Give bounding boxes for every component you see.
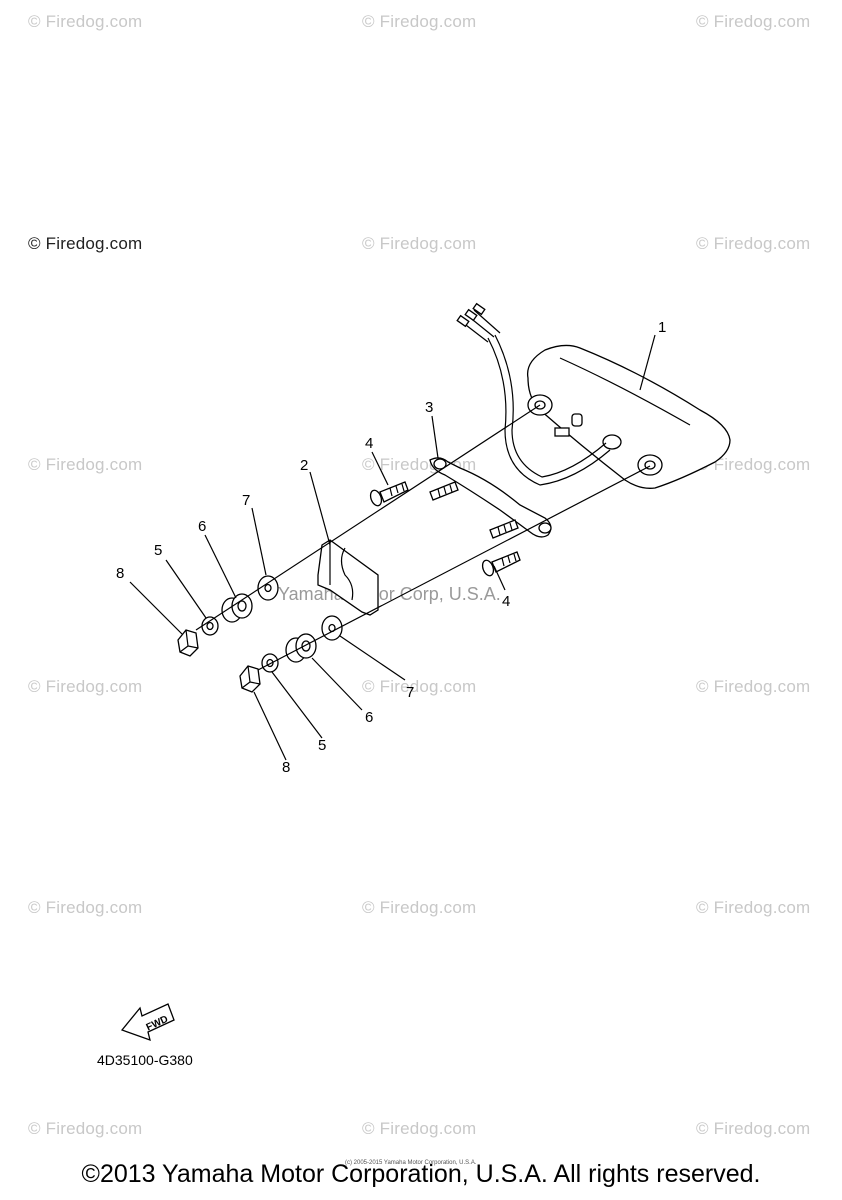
- callout-7: 7: [406, 684, 414, 701]
- watermark: © Firedog.com: [696, 234, 811, 253]
- watermark: © Firedog.com: [362, 234, 477, 253]
- callout-7: 7: [242, 492, 250, 509]
- callout-5: 5: [154, 542, 162, 559]
- watermark: © Firedog.com: [362, 898, 477, 917]
- watermark: © Firedog.com: [362, 1119, 477, 1138]
- callout-5: 5: [318, 737, 326, 754]
- watermark: © Firedog.com: [696, 898, 811, 917]
- watermark: © Firedog.com: [362, 677, 477, 696]
- callout-4: 4: [365, 435, 373, 452]
- tiny-notice: (c) 2005-2015 Yamaha Motor Corporation, …: [345, 1160, 477, 1166]
- watermark: © Firedog.com: [696, 12, 811, 31]
- callout-8: 8: [282, 759, 290, 776]
- watermark: © Firedog.com: [28, 898, 143, 917]
- fwd-arrow-icon: FWD: [120, 1003, 175, 1042]
- watermark: © Firedog.com: [28, 1119, 143, 1138]
- bracket: [317, 539, 379, 616]
- watermark: © Firedog.com: [362, 12, 477, 31]
- grommet-threads: [429, 481, 519, 539]
- watermark: © Firedog.com: [696, 677, 811, 696]
- callout-6: 6: [198, 518, 206, 535]
- nut-lower: [239, 665, 261, 693]
- watermark: © Firedog.com: [28, 12, 143, 31]
- washer-upper: [257, 575, 279, 601]
- callout-1: 1: [658, 319, 666, 336]
- watermark: © Firedog.com: [696, 1119, 811, 1138]
- grommet-upper: [221, 593, 253, 623]
- assembly-lines: [195, 404, 651, 671]
- watermark: © Firedog.com: [28, 677, 143, 696]
- watermark: © Firedog.com: [696, 455, 811, 474]
- screw-upper: [369, 481, 409, 507]
- watermark: © Firedog.com: [28, 234, 143, 253]
- diagram-code: 4D35100-G380: [97, 1052, 193, 1068]
- collar-upper: [201, 616, 219, 636]
- wire-harness: [456, 302, 611, 486]
- callout-2: 2: [300, 457, 308, 474]
- callout-8: 8: [116, 565, 124, 582]
- callout-6: 6: [365, 709, 373, 726]
- callout-4: 4: [502, 593, 510, 610]
- screw-lower: [481, 551, 521, 577]
- nut-upper: [177, 629, 199, 657]
- mounting-plate: [429, 457, 552, 538]
- copyright-notice: ©2013 Yamaha Motor Corporation, U.S.A. A…: [81, 1160, 761, 1188]
- collar-lower: [261, 653, 279, 673]
- leader-lines: [129, 334, 656, 761]
- callout-3: 3: [425, 399, 433, 416]
- watermark: © Firedog.com: [28, 455, 143, 474]
- light-housing: [526, 344, 731, 489]
